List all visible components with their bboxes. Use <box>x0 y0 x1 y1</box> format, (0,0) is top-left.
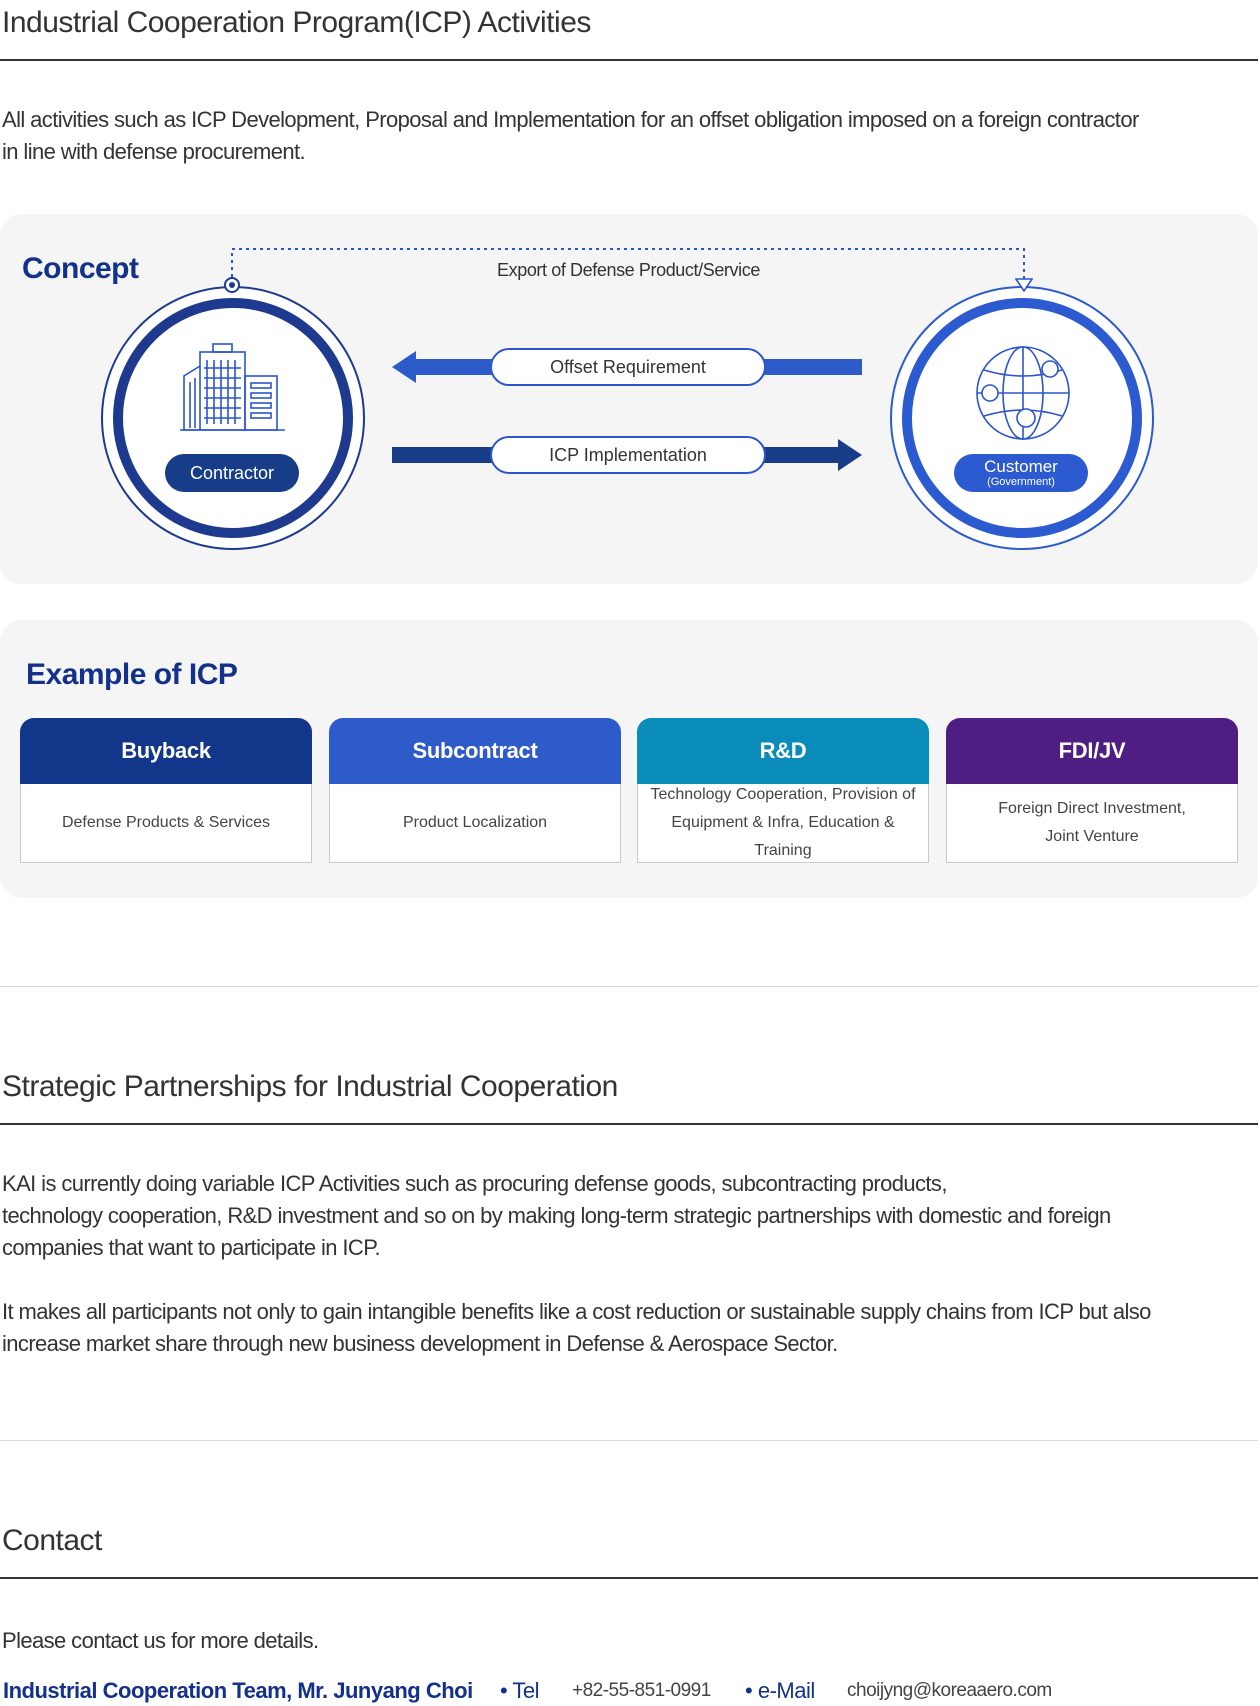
globe-icon <box>976 346 1070 440</box>
card-rnd-body: Technology Cooperation, Provision of Equ… <box>637 784 929 863</box>
contact-email-value[interactable]: choijyng@koreaaero.com <box>847 1680 1052 1701</box>
section-divider-1 <box>0 986 1258 987</box>
customer-circle-ring <box>902 298 1142 538</box>
strategic-section-title: Strategic Partnerships for Industrial Co… <box>2 1070 618 1103</box>
card-rnd-title: R&D <box>637 718 929 784</box>
icp-implementation-label: ICP Implementation <box>490 436 766 474</box>
contact-email-label: • e-Mail <box>745 1678 815 1703</box>
offset-requirement-label: Offset Requirement <box>490 348 766 386</box>
contact-team: Industrial Cooperation Team, Mr. Junyang… <box>3 1678 473 1703</box>
strategic-title-divider <box>0 1123 1258 1125</box>
contact-tel-label-text: Tel <box>512 1678 540 1703</box>
export-label: Export of Defense Product/Service <box>497 260 760 280</box>
strategic-p1-line-3: companies that want to participate in IC… <box>2 1235 381 1260</box>
card-subcontract-body: Product Localization <box>329 784 621 863</box>
card-fdi-jv: FDI/JV Foreign Direct Investment, Joint … <box>946 718 1238 865</box>
card-fdi-jv-title: FDI/JV <box>946 718 1238 784</box>
contractor-label: Contractor <box>165 454 299 492</box>
card-subcontract: Subcontract Product Localization <box>329 718 621 865</box>
icp-title-divider <box>0 59 1258 61</box>
contact-section-title: Contact <box>2 1524 102 1557</box>
card-buyback-title: Buyback <box>20 718 312 784</box>
icp-section-title: Industrial Cooperation Program(ICP) Acti… <box>2 6 591 39</box>
card-fdi-jv-text-1: Foreign Direct Investment, <box>998 800 1186 817</box>
card-subcontract-text: Product Localization <box>402 814 548 831</box>
card-fdi-jv-body: Foreign Direct Investment, Joint Venture <box>946 784 1238 863</box>
icp-description: All activities such as ICP Development, … <box>2 104 1139 168</box>
icp-description-line-1: All activities such as ICP Development, … <box>2 107 1139 132</box>
strategic-p2-line-2: increase market share through new busine… <box>2 1331 838 1356</box>
contact-intro: Please contact us for more details. <box>2 1628 319 1653</box>
customer-label: Customer (Government) <box>954 454 1088 492</box>
customer-label-sub: (Government) <box>987 476 1055 488</box>
card-rnd-text-2: Equipment & Infra, Education & Training <box>671 814 895 859</box>
example-title: Example of ICP <box>26 658 238 691</box>
strategic-paragraph-1: KAI is currently doing variable ICP Acti… <box>2 1168 1111 1264</box>
contact-tel-label: • Tel <box>500 1678 540 1703</box>
strategic-paragraph-2: It makes all participants not only to ga… <box>2 1296 1151 1360</box>
building-icon <box>180 343 285 431</box>
card-buyback-text: Defense Products & Services <box>61 814 271 831</box>
card-subcontract-title: Subcontract <box>329 718 621 784</box>
card-fdi-jv-text-2: Joint Venture <box>1045 828 1139 845</box>
card-rnd-text-1: Technology Cooperation, Provision of <box>650 786 916 803</box>
strategic-p1-line-2: technology cooperation, R&D investment a… <box>2 1203 1111 1228</box>
contractor-circle-ring <box>113 298 353 538</box>
card-rnd: R&D Technology Cooperation, Provision of… <box>637 718 929 865</box>
card-buyback: Buyback Defense Products & Services <box>20 718 312 865</box>
export-end-arrow-icon <box>1015 278 1033 292</box>
section-divider-2 <box>0 1440 1258 1441</box>
contact-email-label-text: e-Mail <box>757 1678 815 1703</box>
customer-label-main: Customer <box>984 457 1058 476</box>
export-start-dot-icon <box>224 277 240 293</box>
contact-title-divider <box>0 1577 1258 1579</box>
concept-panel: Concept Export of Defense Product/Servic… <box>0 214 1258 584</box>
card-buyback-body: Defense Products & Services <box>20 784 312 863</box>
strategic-p1-line-1: KAI is currently doing variable ICP Acti… <box>2 1171 947 1196</box>
strategic-p2-line-1: It makes all participants not only to ga… <box>2 1299 1151 1324</box>
contact-tel-value[interactable]: +82-55-851-0991 <box>572 1680 711 1701</box>
concept-title: Concept <box>22 252 139 285</box>
icp-description-line-2: in line with defense procurement. <box>2 139 306 164</box>
